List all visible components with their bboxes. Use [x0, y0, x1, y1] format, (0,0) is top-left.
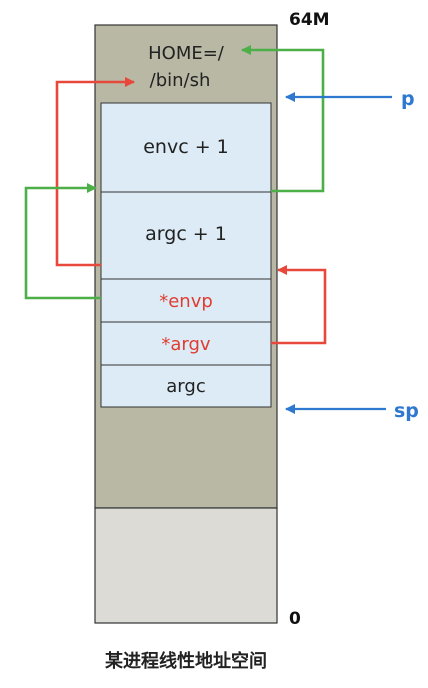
- green-arrow-envp-loop: [24, 183, 101, 300]
- arg-string: /bin/sh: [150, 70, 211, 91]
- diagram-caption: 某进程线性地址空间: [105, 650, 267, 672]
- p-pointer-label: p: [401, 88, 415, 110]
- memory-region-lower: [94, 507, 278, 624]
- green-arrow-to-envstring: [241, 45, 325, 193]
- red-arrow-argv-loop: [271, 265, 327, 345]
- cell-envc-box: [100, 102, 272, 193]
- env-string: HOME=/: [148, 43, 225, 64]
- cell-argc: argc: [166, 376, 205, 397]
- cell-argc-plus: argc + 1: [145, 223, 227, 245]
- top-address-label: 64M: [289, 10, 330, 30]
- cell-argv: *argv: [161, 334, 211, 355]
- cell-argc-plus-box: [100, 191, 272, 280]
- sp-pointer-label: sp: [394, 400, 419, 422]
- cell-argc-box: [100, 364, 272, 408]
- cell-envc: envc + 1: [143, 136, 229, 158]
- red-arrow-envp-to-argstring: [55, 77, 135, 267]
- bottom-address-label: 0: [289, 609, 301, 629]
- cell-envp: *envp: [159, 291, 213, 312]
- cell-envp-box: [100, 278, 272, 323]
